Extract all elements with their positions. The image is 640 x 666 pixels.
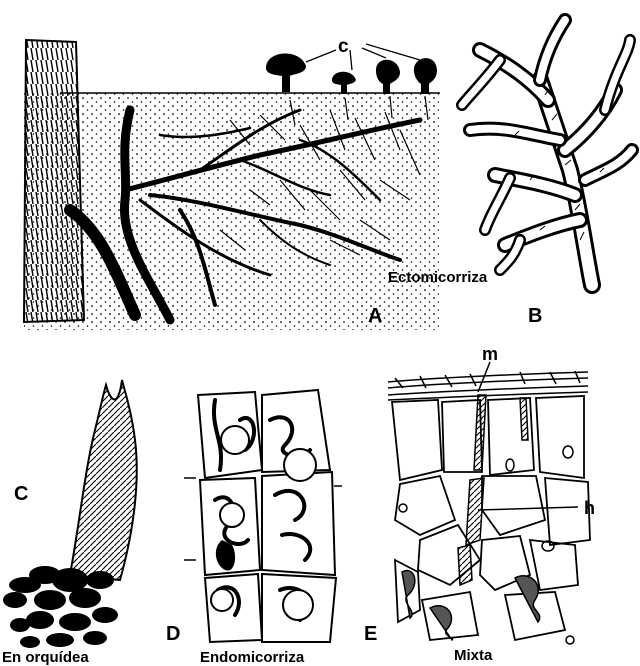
fungal-mantle xyxy=(388,371,588,400)
panel-a-letter: A xyxy=(368,305,382,327)
orchid-shoot xyxy=(70,380,137,580)
panel-b-letter: B xyxy=(528,305,542,327)
callout-h: h xyxy=(584,498,595,518)
callout-m-line xyxy=(478,362,490,392)
panel-e: m h E Mixta xyxy=(364,344,595,664)
caption-ectomicorriza: Ectomicorriza xyxy=(388,269,488,286)
caption-mixta: Mixta xyxy=(454,647,493,664)
panel-b: B xyxy=(462,20,632,327)
hartig-net-hyphae xyxy=(458,395,528,585)
mushroom-1 xyxy=(266,53,306,92)
caption-en-orquidea: En orquídea xyxy=(2,649,89,666)
mushroom-3 xyxy=(376,60,400,94)
cortex-cells xyxy=(392,396,590,640)
callout-m: m xyxy=(482,344,498,364)
mushroom-4 xyxy=(414,58,437,94)
tree-trunk xyxy=(24,40,84,322)
ectomycorrhizal-root-tip xyxy=(462,20,632,285)
panel-c-letter: C xyxy=(14,483,28,505)
caption-endomicorriza: Endomicorriza xyxy=(200,649,305,666)
callout-h-line xyxy=(478,507,578,510)
panel-c: C En orquídea xyxy=(2,380,137,666)
panel-d: D Endomicorriza xyxy=(166,390,342,666)
panel-e-letter: E xyxy=(364,623,377,645)
callout-c-lines xyxy=(306,44,420,70)
callout-c: c xyxy=(338,36,349,57)
arbuscules xyxy=(211,426,316,620)
orchid-root-mass xyxy=(3,566,118,648)
panel-d-letter: D xyxy=(166,623,180,645)
mushroom-2 xyxy=(332,72,356,94)
panel-a: c Ectomicorriza A xyxy=(24,36,488,330)
